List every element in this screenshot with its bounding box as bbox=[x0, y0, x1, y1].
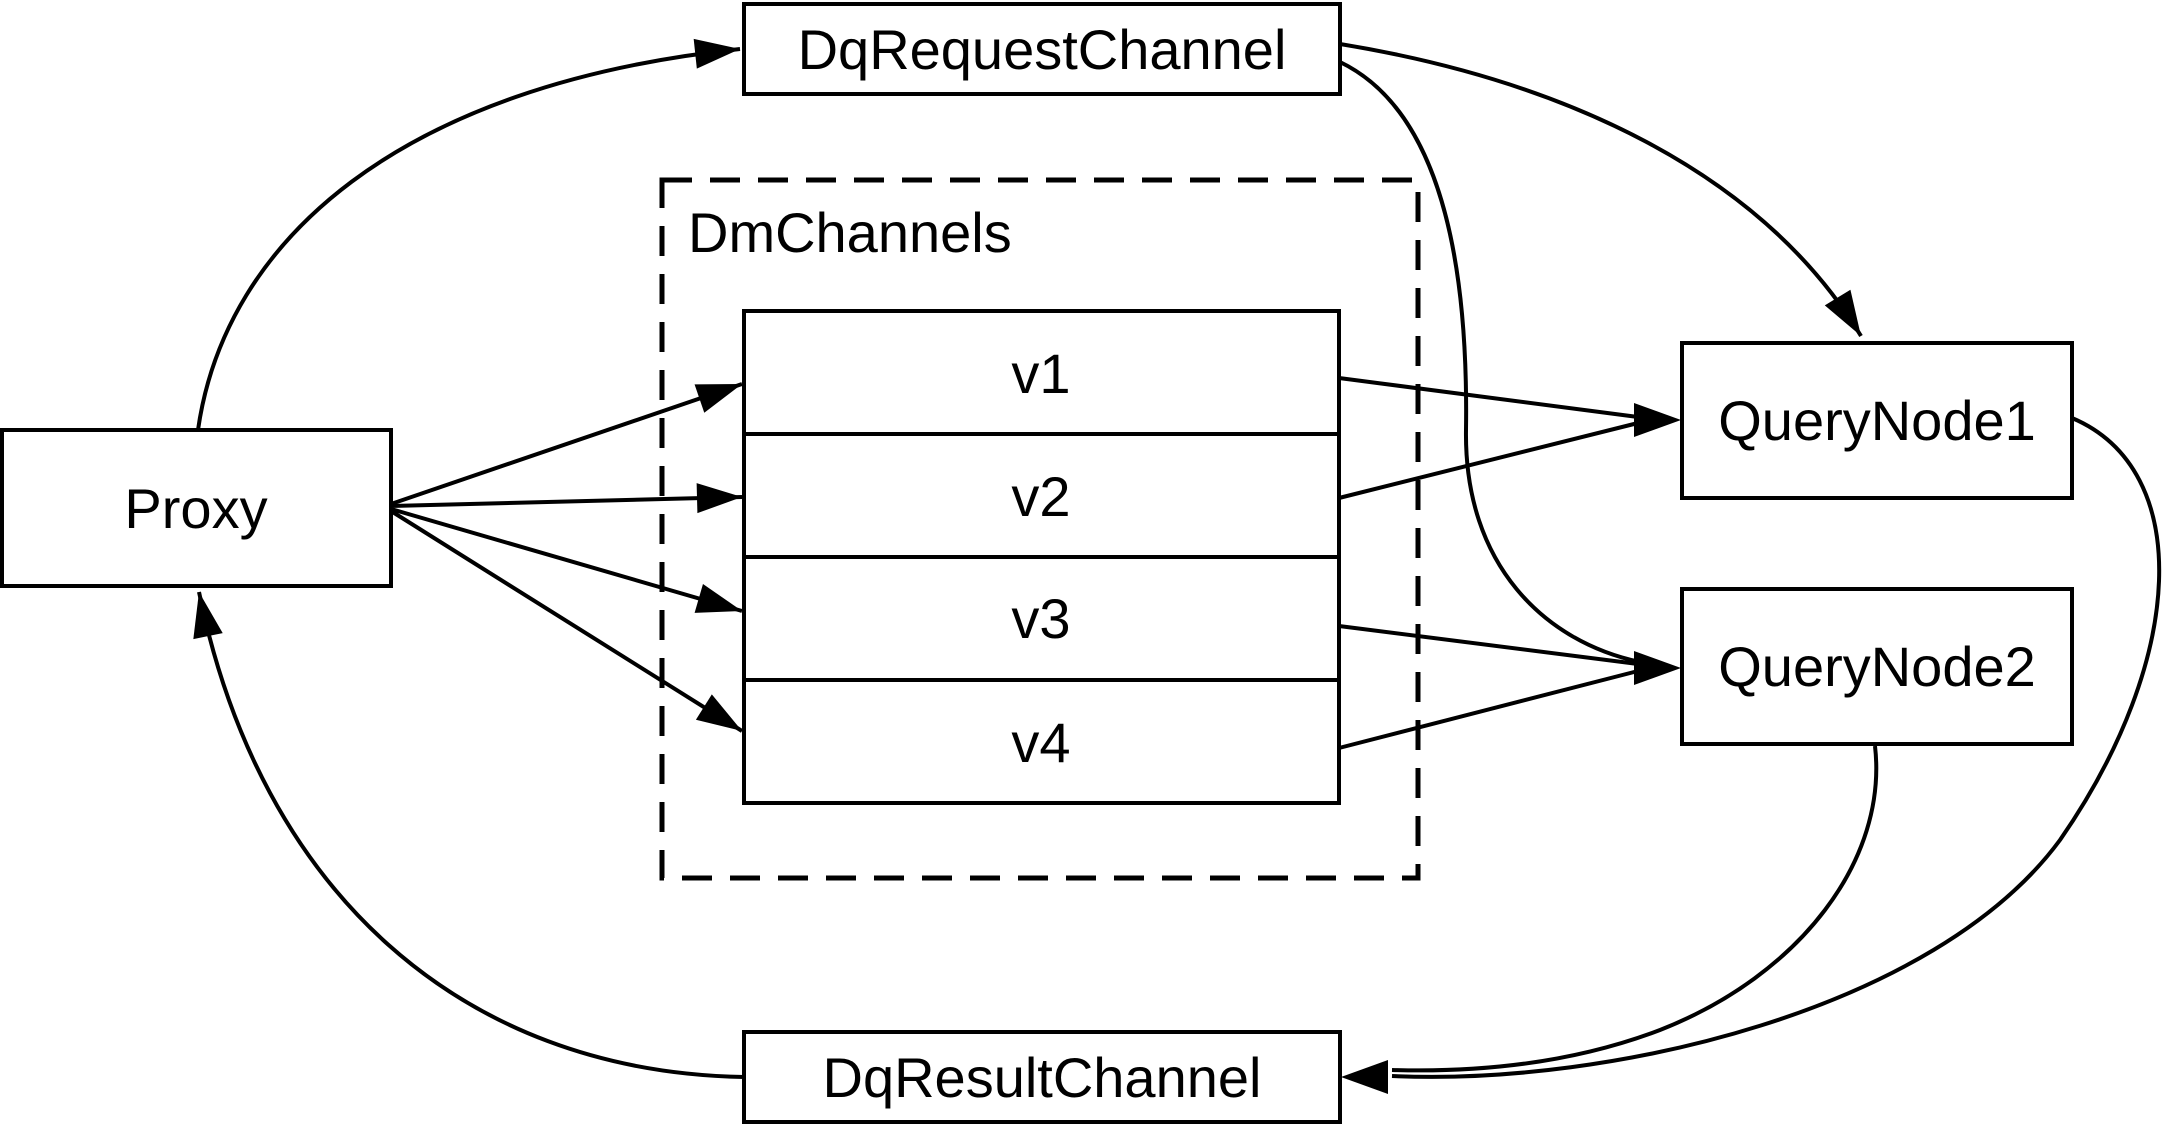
edge-v2-to-querynode1 bbox=[1338, 421, 1639, 500]
dq-result-channel-label: DqResultChannel bbox=[823, 1046, 1262, 1109]
edge-proxy-to-v3 bbox=[390, 507, 743, 613]
channel-v4-label: v4 bbox=[1011, 711, 1070, 774]
dq-request-channel-box bbox=[742, 2, 1342, 96]
dm-channels-border bbox=[659, 177, 1421, 881]
edge-proxy-to-v1 bbox=[390, 382, 743, 506]
edge-v1-to-querynode1 bbox=[1338, 376, 1639, 419]
arrowhead-querynode1-left bbox=[1634, 403, 1681, 437]
query-node-1-box bbox=[1680, 341, 2074, 500]
edge-dqrequestchannel-to-querynode2 bbox=[1339, 60, 1641, 664]
edge-dqresultchannel-to-proxy bbox=[193, 591, 745, 1079]
edge-proxy-to-dqrequestchannel bbox=[196, 38, 741, 431]
query-node-1: QueryNode1 bbox=[1680, 341, 2074, 500]
dq-result-channel-box bbox=[742, 1030, 1342, 1124]
edge-v3-to-querynode2 bbox=[1338, 624, 1639, 666]
query-node-1-label: QueryNode1 bbox=[1718, 389, 2036, 452]
channel-v3-label: v3 bbox=[1011, 587, 1070, 650]
proxy-node: Proxy bbox=[0, 428, 393, 588]
query-node-2-label: QueryNode2 bbox=[1718, 635, 2036, 698]
edge-querynode1-to-dqresultchannel bbox=[1391, 416, 2162, 1079]
arrowhead-dqresultchannel-right bbox=[1341, 1060, 1388, 1094]
edge-proxy-to-v4 bbox=[389, 509, 744, 733]
edge-proxy-to-v2 bbox=[390, 483, 743, 514]
channel-stack: v1 v2 v3 v4 bbox=[742, 309, 1341, 805]
proxy-label: Proxy bbox=[124, 477, 267, 540]
dq-request-channel-label: DqRequestChannel bbox=[798, 18, 1287, 81]
dq-result-channel-node: DqResultChannel bbox=[742, 1030, 1342, 1124]
dm-channels-group: DmChannels v1 v2 v3 v4 bbox=[659, 177, 1421, 881]
edge-querynode2-to-dqresultchannel bbox=[1391, 745, 1879, 1073]
channel-v1-label: v1 bbox=[1011, 342, 1070, 405]
arrowhead-querynode2-left bbox=[1634, 651, 1681, 685]
proxy-box bbox=[0, 428, 393, 588]
dq-request-channel-node: DqRequestChannel bbox=[742, 2, 1342, 96]
query-node-2: QueryNode2 bbox=[1680, 587, 2074, 746]
dm-channels-label: DmChannels bbox=[688, 201, 1012, 264]
query-node-2-box bbox=[1680, 587, 2074, 746]
edge-v4-to-querynode2 bbox=[1338, 669, 1639, 750]
edge-dqrequestchannel-to-querynode1 bbox=[1339, 42, 1863, 338]
channel-v2-label: v2 bbox=[1011, 465, 1070, 528]
